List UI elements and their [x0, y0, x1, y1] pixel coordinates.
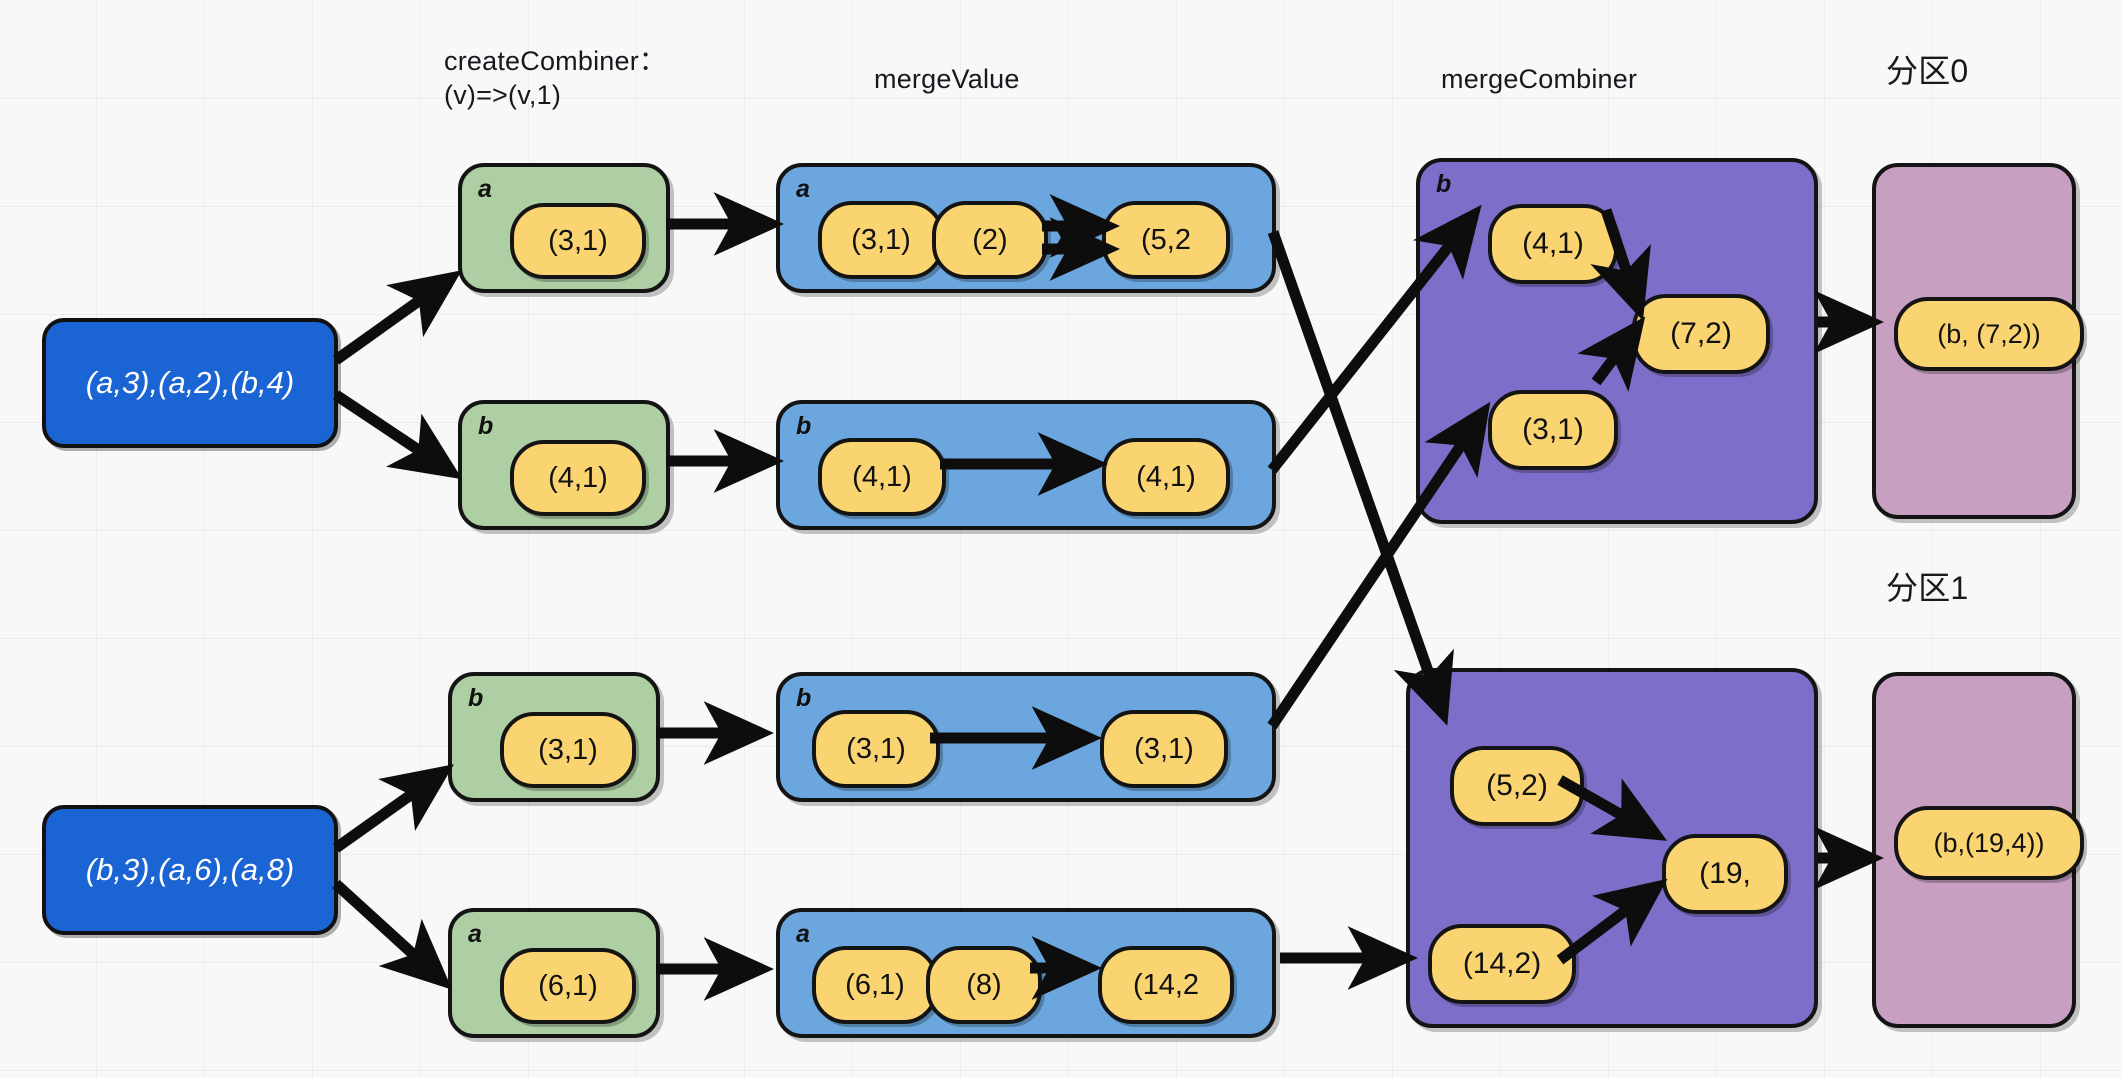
create-combiner-group-0[interactable]: a (3,1)	[458, 163, 670, 293]
group-key-label: b	[468, 684, 484, 712]
merge-value-input-3-1[interactable]: (8)	[926, 946, 1042, 1024]
merge-value-input-1-0[interactable]: (4,1)	[818, 438, 946, 516]
pill-label: (5,2	[1141, 223, 1191, 256]
pill-label: (b, (7,2))	[1937, 318, 2041, 349]
group-key-label: b	[1436, 170, 1452, 198]
arrow-src0-to-cc0	[332, 270, 462, 365]
pill-label: (4,1)	[852, 460, 912, 493]
merge-combiner-group-1[interactable]: a (5,2) (14,2) (19,	[1406, 668, 1818, 1028]
partition-0-pill[interactable]: (b, (7,2))	[1894, 297, 2084, 371]
arrow-src0-to-cc1	[332, 390, 463, 480]
merge-value-result-2[interactable]: (3,1)	[1100, 710, 1228, 788]
group-key-label: b	[796, 684, 812, 712]
pill-label: (6,1)	[845, 968, 905, 1001]
create-combiner-group-1[interactable]: b (4,1)	[458, 400, 670, 530]
pill-label: (4,1)	[1522, 227, 1584, 260]
pill-label: (8)	[966, 968, 1002, 1001]
partition-1-box[interactable]: (b,(19,4))	[1872, 672, 2084, 1028]
group-key-label: a	[796, 175, 810, 203]
pill-label: (3,1)	[548, 224, 608, 257]
group-key-label: a	[796, 920, 810, 948]
arrow-src1-to-cc3	[332, 879, 453, 990]
pill-label: (3,1)	[851, 223, 911, 256]
pill-label: (5,2)	[1486, 769, 1548, 802]
header-partition-0: 分区0	[1886, 53, 1969, 89]
partition-0-box[interactable]: (b, (7,2))	[1872, 163, 2084, 519]
merge-value-input-2-0[interactable]: (3,1)	[812, 710, 940, 788]
arrow-src1-to-cc2	[332, 764, 454, 853]
group-key-label: b	[796, 412, 812, 440]
group-key-label: a	[478, 175, 492, 203]
merge-value-input-3-0[interactable]: (6,1)	[812, 946, 938, 1024]
pill-label: (2)	[972, 223, 1008, 256]
header-partition-1: 分区1	[1886, 570, 1969, 606]
merge-combiner-input-1-1[interactable]: (14,2)	[1428, 924, 1576, 1004]
merge-value-input-0-1[interactable]: (2)	[932, 201, 1048, 279]
header-create-combiner: createCombiner： (v)=>(v,1)	[444, 46, 667, 110]
merge-value-group-3[interactable]: a (6,1) (8) (14,2	[776, 908, 1276, 1038]
create-combiner-pill-1[interactable]: (4,1)	[510, 440, 646, 516]
create-combiner-pill-3[interactable]: (6,1)	[500, 948, 636, 1024]
pill-label: (7,2)	[1670, 317, 1732, 350]
merge-value-result-0[interactable]: (5,2	[1102, 201, 1230, 279]
merge-combiner-input-0-0[interactable]: (4,1)	[1488, 204, 1618, 284]
merge-combiner-result-0[interactable]: (7,2)	[1632, 294, 1770, 374]
pill-label: (b,(19,4))	[1933, 827, 2045, 858]
pill-label: (3,1)	[1522, 413, 1584, 446]
pill-label: (4,1)	[1136, 460, 1196, 493]
arrow-mv0-to-mc1	[1267, 230, 1454, 726]
source-box-top-label: (a,3),(a,2),(b,4)	[85, 365, 295, 400]
merge-value-result-3[interactable]: (14,2	[1098, 946, 1234, 1024]
pill-label: (19,	[1699, 857, 1751, 890]
create-combiner-pill-0[interactable]: (3,1)	[510, 203, 646, 279]
header-merge-value: mergeValue	[874, 64, 1020, 94]
merge-value-group-1[interactable]: b (4,1) (4,1)	[776, 400, 1276, 530]
pill-label: (3,1)	[1134, 732, 1194, 765]
merge-value-group-0[interactable]: a (3,1) (2) (5,2	[776, 163, 1276, 293]
pill-label: (14,2)	[1462, 947, 1542, 980]
source-box-bottom-label: (b,3),(a,6),(a,8)	[85, 852, 295, 887]
merge-combiner-input-0-1[interactable]: (3,1)	[1488, 390, 1618, 470]
pill-label: (3,1)	[846, 732, 906, 765]
header-merge-combiner: mergeCombiner	[1441, 64, 1638, 94]
pill-label: (4,1)	[548, 461, 608, 494]
group-key-label: b	[478, 412, 494, 440]
merge-value-input-0-0[interactable]: (3,1)	[818, 201, 944, 279]
partition-1-pill[interactable]: (b,(19,4))	[1894, 806, 2084, 880]
create-combiner-group-2[interactable]: b (3,1)	[448, 672, 660, 802]
group-key-label: a	[1426, 680, 1440, 708]
merge-value-result-1[interactable]: (4,1)	[1102, 438, 1230, 516]
pill-label: (14,2	[1132, 968, 1200, 1001]
pill-label: (6,1)	[538, 969, 598, 1002]
source-box-bottom[interactable]: (b,3),(a,6),(a,8)	[42, 805, 338, 935]
create-combiner-group-3[interactable]: a (6,1)	[448, 908, 660, 1038]
source-box-top[interactable]: (a,3),(a,2),(b,4)	[42, 318, 338, 448]
merge-combiner-group-0[interactable]: b (4,1) (3,1) (7,2)	[1416, 158, 1818, 524]
create-combiner-pill-2[interactable]: (3,1)	[500, 712, 636, 788]
group-key-label: a	[468, 920, 482, 948]
pill-label: (3,1)	[538, 733, 598, 766]
merge-combiner-input-1-0[interactable]: (5,2)	[1450, 746, 1584, 826]
merge-value-group-2[interactable]: b (3,1) (3,1)	[776, 672, 1276, 802]
merge-combiner-result-1[interactable]: (19,	[1662, 834, 1788, 914]
